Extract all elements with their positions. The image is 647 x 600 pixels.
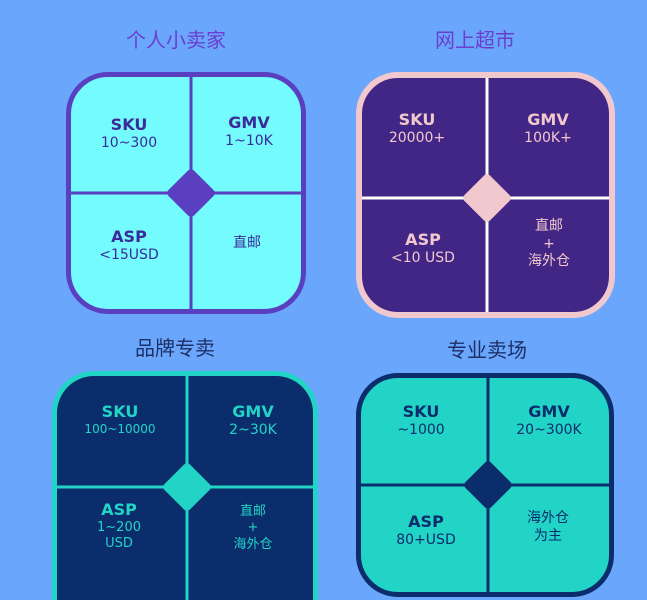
asp-label: ASP (111, 227, 147, 246)
card-online-supermarket: SKU 20000+ GMV 100K+ ASP <10 USD 直邮 + 海外… (356, 72, 615, 318)
quadrant-sku: SKU 20000+ (389, 110, 445, 148)
asp-value: 80+USD (396, 532, 456, 548)
shipping-line: 海外仓 (528, 253, 570, 269)
asp-label: ASP (405, 230, 441, 249)
quadrant-sku: SKU 10~300 (101, 115, 157, 153)
quadrant-gmv: GMV 20~300K (516, 402, 581, 440)
sku-value: ~1000 (397, 422, 445, 438)
gmv-label: GMV (228, 113, 270, 132)
shipping-line: 为主 (534, 527, 562, 544)
quadrant-asp: ASP 80+USD (396, 512, 455, 550)
quadrant-gmv: GMV 100K+ (524, 110, 572, 148)
quadrant-gmv: GMV 2~30K (229, 402, 277, 440)
sku-label: SKU (101, 402, 139, 421)
sku-value: 10~300 (100, 135, 158, 151)
center-diamond (462, 459, 514, 511)
shipping-line: 直邮 (239, 504, 267, 519)
shipping-line: 直邮 (233, 235, 261, 251)
sku-label: SKU (110, 115, 148, 134)
sku-value: 20000+ (388, 130, 446, 146)
title-brand-store: 品牌专卖 (135, 336, 215, 360)
card-professional-mall: SKU ~1000 GMV 20~300K ASP 80+USD 海外仓 为主 (356, 373, 614, 597)
gmv-label: GMV (528, 402, 570, 421)
sku-label: SKU (402, 402, 440, 421)
gmv-value: 100K+ (524, 130, 572, 146)
shipping-line: 海外仓 (527, 510, 569, 526)
asp-label: ASP (101, 500, 137, 519)
shipping-line: 直邮 (535, 218, 563, 234)
card-individual-seller: SKU 10~300 GMV 1~10K ASP <15USD 直邮 (66, 72, 306, 314)
quadrant-asp: ASP <10 USD (391, 230, 455, 268)
shipping-line: + (247, 520, 259, 536)
quadrant-shipping: 直邮 (233, 235, 261, 253)
title-individual-seller: 个人小卖家 (126, 28, 226, 52)
asp-value: <10 USD (391, 250, 455, 266)
title-online-supermarket: 网上超市 (435, 28, 515, 52)
quadrant-sku: SKU ~1000 (397, 402, 444, 440)
sku-label: SKU (398, 110, 436, 129)
center-diamond (161, 461, 213, 513)
gmv-value: 1~10K (225, 133, 273, 149)
shipping-line: + (543, 235, 555, 252)
quadrant-shipping: 海外仓 为主 (527, 510, 569, 545)
card-brand-store: SKU 100~10000 GMV 2~30K ASP 1~200 USD 直邮… (52, 371, 318, 600)
quadrant-asp: ASP 1~200 USD (97, 500, 141, 553)
gmv-value: 20~300K (516, 422, 582, 438)
sku-value: 100~10000 (84, 422, 156, 436)
asp-value: 1~200 USD (97, 520, 141, 552)
quadrant-shipping: 直邮 + 海外仓 (528, 218, 570, 271)
title-professional-mall: 专业卖场 (447, 338, 527, 362)
shipping-line: 海外仓 (233, 536, 273, 552)
gmv-label: GMV (232, 402, 274, 421)
center-diamond (165, 167, 217, 219)
quadrant-asp: ASP <15USD (99, 227, 158, 265)
quadrant-shipping: 直邮 + 海外仓 (233, 504, 272, 553)
quadrant-gmv: GMV 1~10K (225, 113, 273, 151)
gmv-value: 2~30K (229, 422, 277, 438)
gmv-label: GMV (527, 110, 569, 129)
asp-value: <15USD (99, 247, 159, 263)
asp-label: ASP (408, 512, 444, 531)
center-diamond (461, 172, 513, 224)
quadrant-sku: SKU 100~10000 (84, 402, 155, 437)
